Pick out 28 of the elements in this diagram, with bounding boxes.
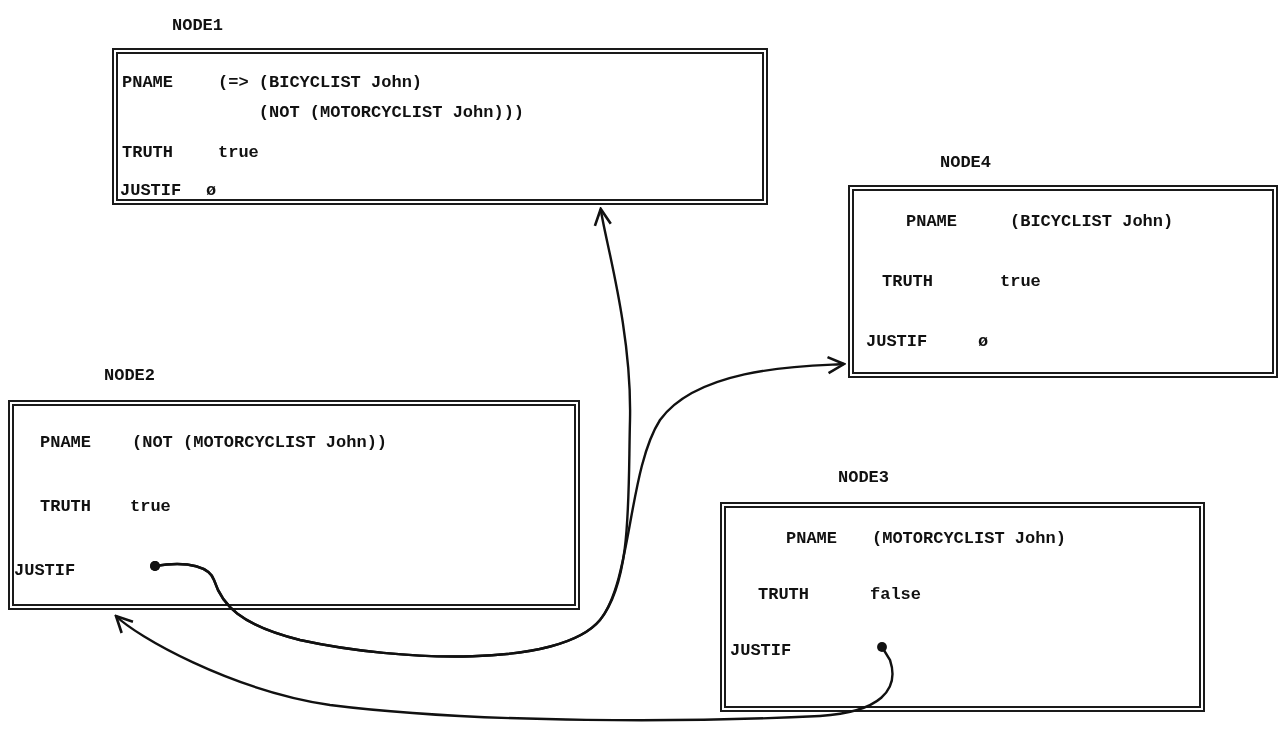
field-value: ø — [206, 180, 217, 202]
node-title: NODE3 — [838, 468, 889, 487]
field-name: PNAME — [786, 528, 837, 550]
field-value: true — [218, 142, 259, 164]
field-value: (NOT (MOTORCYCLIST John)) — [132, 432, 388, 454]
field-name: TRUTH — [882, 271, 933, 293]
field-value: true — [130, 496, 171, 518]
field-value: (BICYCLIST John) — [1010, 211, 1174, 233]
node-title: NODE4 — [940, 153, 991, 172]
field-value: false — [870, 584, 921, 606]
field-name: TRUTH — [122, 142, 173, 164]
node-title: NODE2 — [104, 366, 155, 385]
field-name: TRUTH — [758, 584, 809, 606]
node-title: NODE1 — [172, 16, 223, 35]
field-name: JUSTIF — [866, 331, 928, 353]
pointer-arrow — [150, 355, 846, 658]
field-name: PNAME — [906, 211, 957, 233]
field-value: (MOTORCYCLIST John) — [872, 528, 1066, 550]
field-name: PNAME — [40, 432, 91, 454]
field-name: PNAME — [122, 72, 173, 94]
field-value: ø — [978, 331, 989, 353]
field-value: (=> (BICYCLIST John) (NOT (MOTORCYCLIST John))) — [218, 72, 526, 124]
field-name: TRUTH — [40, 496, 91, 518]
field-name: JUSTIF — [120, 180, 182, 202]
field-name: JUSTIF — [730, 640, 792, 662]
field-value: true — [1000, 271, 1041, 293]
field-name: JUSTIF — [14, 560, 76, 582]
pointer-arrow — [114, 614, 894, 722]
